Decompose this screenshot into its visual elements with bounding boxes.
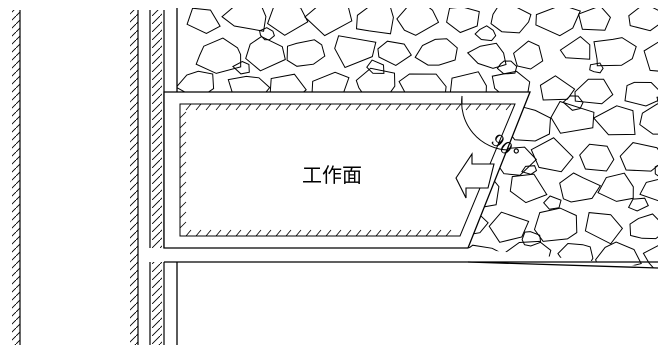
rubble-stone [248, 244, 293, 268]
working-face [163, 91, 531, 249]
rubble-stone [221, 8, 267, 32]
rubble-stone [530, 137, 574, 173]
rubble-stone [557, 242, 594, 268]
rubble-stone [324, 242, 371, 268]
rubble-stone [502, 240, 552, 268]
rubble-stone [597, 172, 634, 202]
work-face-label: 工作面 [302, 163, 362, 187]
rubble-stone [490, 8, 532, 34]
rubble-stone [624, 81, 658, 107]
rubble-stone [259, 27, 275, 41]
rubble-stone [521, 165, 538, 175]
rubble-stone [209, 250, 248, 268]
rubble-stone [535, 8, 581, 37]
rubble-stone [334, 35, 377, 69]
rubble-stone [278, 265, 299, 268]
rubble-stone [509, 173, 548, 204]
rubble-stone [513, 40, 544, 70]
rubble-stone [656, 95, 658, 111]
rubble-stone [451, 264, 470, 268]
rubble-stone [488, 211, 530, 243]
rubble-stone [232, 60, 250, 75]
rubble-stone [396, 8, 440, 36]
rubble-stone [643, 39, 658, 74]
rubble-stone [559, 35, 591, 60]
rubble-stone [521, 231, 542, 247]
rubble-stone [619, 142, 658, 172]
rubble-stone [286, 39, 326, 67]
rubble-stone [543, 195, 562, 210]
rubble-stone [355, 8, 394, 35]
rubble-stone [639, 103, 658, 135]
rubble-stone [639, 177, 658, 205]
rubble-stone [627, 197, 649, 212]
rubble-stone [366, 59, 385, 74]
rubble-stone [654, 160, 658, 179]
rubble-stone [414, 38, 458, 66]
rubble-stone [584, 212, 624, 245]
rubble-stone [245, 36, 286, 72]
rubble-stone [533, 207, 578, 242]
rubble-stone [595, 241, 642, 268]
rubble-stone [375, 244, 413, 268]
rubble-stone [578, 8, 611, 31]
rubble-stone [186, 8, 221, 34]
rubble-stone [266, 8, 309, 36]
rubble-stone [323, 263, 341, 268]
rubble-stone [593, 37, 637, 67]
rubble-stone [466, 42, 507, 69]
gob-boundary-lines [164, 8, 658, 345]
rubble-stone [446, 8, 480, 34]
rubble-stone [463, 244, 504, 268]
rubble-stone [304, 8, 353, 37]
rubble-stone [539, 75, 576, 101]
rubble-stone [474, 25, 497, 42]
rubble-stone [287, 243, 327, 268]
roadway-support-lines [149, 10, 165, 345]
rubble-stone [592, 105, 636, 136]
rubble-stone [574, 78, 614, 105]
rubble-stone [195, 37, 242, 74]
rubble-stone [629, 213, 658, 240]
rubble-stone [239, 266, 254, 268]
rubble-stone [589, 62, 604, 74]
rubble-stone [559, 172, 602, 203]
rubble-stone [579, 143, 615, 172]
rubble-stone [377, 40, 412, 66]
rubble-stone [420, 246, 463, 268]
advance-arrow-icon [455, 152, 495, 199]
left-wall [12, 10, 21, 345]
rubble-stone [550, 100, 595, 134]
rubble-stone [642, 243, 658, 268]
roadway-outer-wall [130, 10, 139, 345]
rubble-stone [628, 8, 658, 32]
